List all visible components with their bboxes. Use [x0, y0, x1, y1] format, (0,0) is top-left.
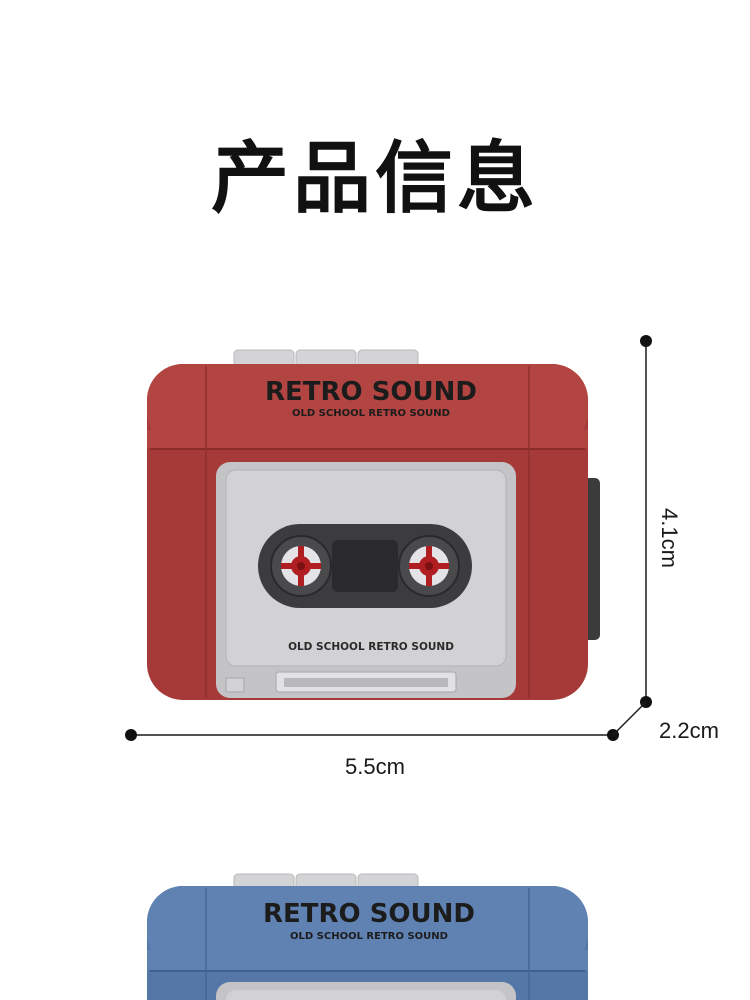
brand-subtitle: OLD SCHOOL RETRO SOUND: [292, 408, 450, 419]
width-label: 5.5cm: [345, 754, 405, 779]
brand-text: RETRO SOUND: [265, 377, 477, 407]
blue-cassette-player: RETRO SOUND OLD SCHOOL RETRO SOUND: [147, 873, 588, 1000]
page-title: 产品信息: [210, 134, 539, 224]
right-reel-icon: [398, 535, 460, 597]
height-endpoint-top: [640, 335, 652, 347]
red-cassette-player: RETRO SOUND OLD SCHOOL RETRO SOUND OLD S…: [147, 349, 600, 700]
cassette-label: OLD SCHOOL RETRO SOUND: [288, 641, 454, 653]
dimension-lines: [125, 335, 652, 741]
left-reel-icon: [270, 535, 332, 597]
blue-brand-text: RETRO SOUND: [263, 899, 475, 929]
depth-label: 2.2cm: [659, 718, 719, 743]
height-label: 4.1cm: [657, 508, 682, 568]
blue-brand-subtitle: OLD SCHOOL RETRO SOUND: [290, 931, 448, 942]
player-top-panel: [147, 364, 588, 448]
width-endpoint-left: [125, 729, 137, 741]
